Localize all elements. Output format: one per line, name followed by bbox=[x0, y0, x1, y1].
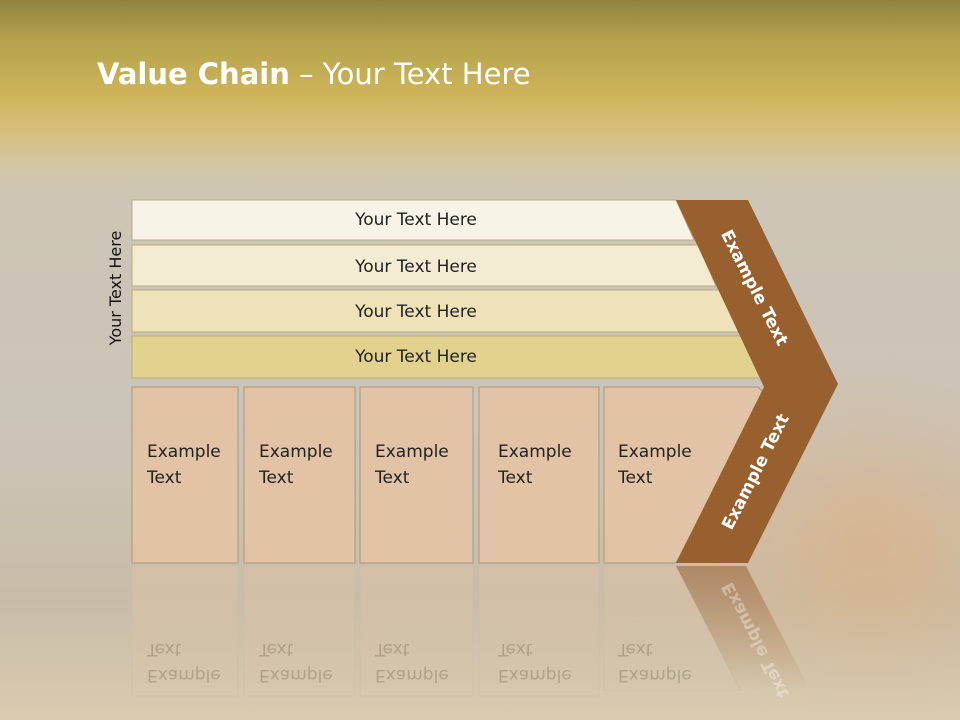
slide-title: Value Chain – Your Text Here bbox=[97, 57, 531, 91]
column-box-1 bbox=[131, 386, 239, 564]
chevron-arrow bbox=[676, 200, 838, 563]
column-box-2 bbox=[243, 386, 356, 564]
bar-4-label: Your Text Here bbox=[354, 347, 477, 367]
column-reflections bbox=[131, 565, 810, 697]
bar-2-label: Your Text Here bbox=[354, 257, 477, 277]
bar-2 bbox=[131, 244, 717, 287]
bar-1 bbox=[131, 199, 695, 241]
column-box-4 bbox=[478, 386, 600, 564]
bar-3-label: Your Text Here bbox=[354, 302, 477, 322]
column-box-3 bbox=[359, 386, 474, 564]
bar-1-label: Your Text Here bbox=[354, 210, 477, 230]
primary-bars: Your Text Here Your Text Here Your Text … bbox=[131, 199, 765, 379]
support-columns bbox=[131, 386, 765, 564]
